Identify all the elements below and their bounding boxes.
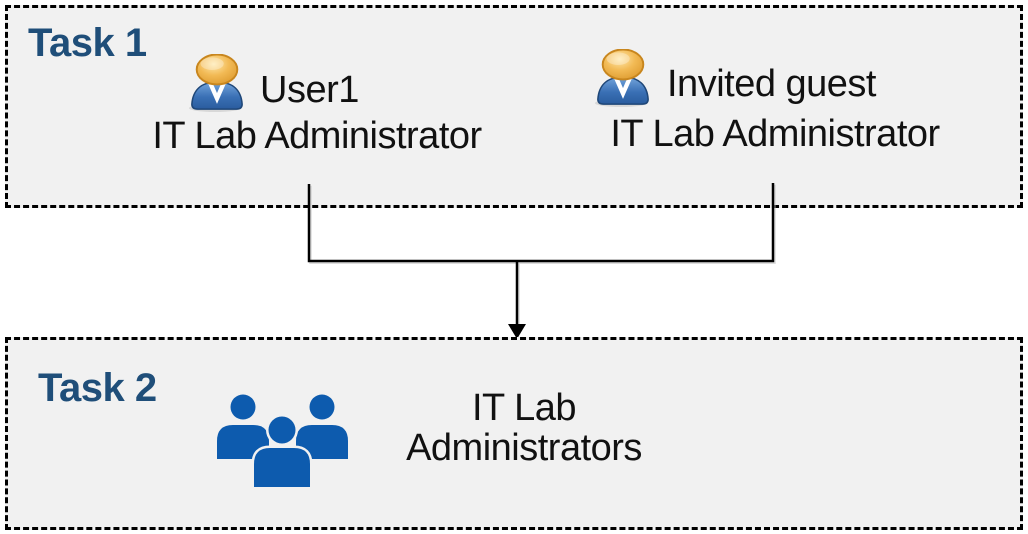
person-name: User1	[260, 69, 359, 111]
task1-label: Task 1	[28, 21, 147, 65]
task2-label: Task 2	[38, 366, 157, 410]
group-name-line2: Administrators	[406, 427, 642, 469]
group-name-line1: IT Lab	[471, 387, 577, 429]
person-icon	[185, 54, 249, 112]
task2-box: Task 2 IT Lab Administrators	[5, 337, 1023, 530]
person-name: Invited guest	[667, 63, 876, 105]
people-group-icon	[212, 392, 353, 488]
group-name: IT Lab Administrators	[314, 388, 734, 468]
person-role: IT Lab Administrator	[152, 115, 482, 157]
person-icon	[591, 49, 655, 107]
task1-box: Task 1	[5, 5, 1023, 208]
person-role: IT Lab Administrator	[610, 113, 940, 155]
